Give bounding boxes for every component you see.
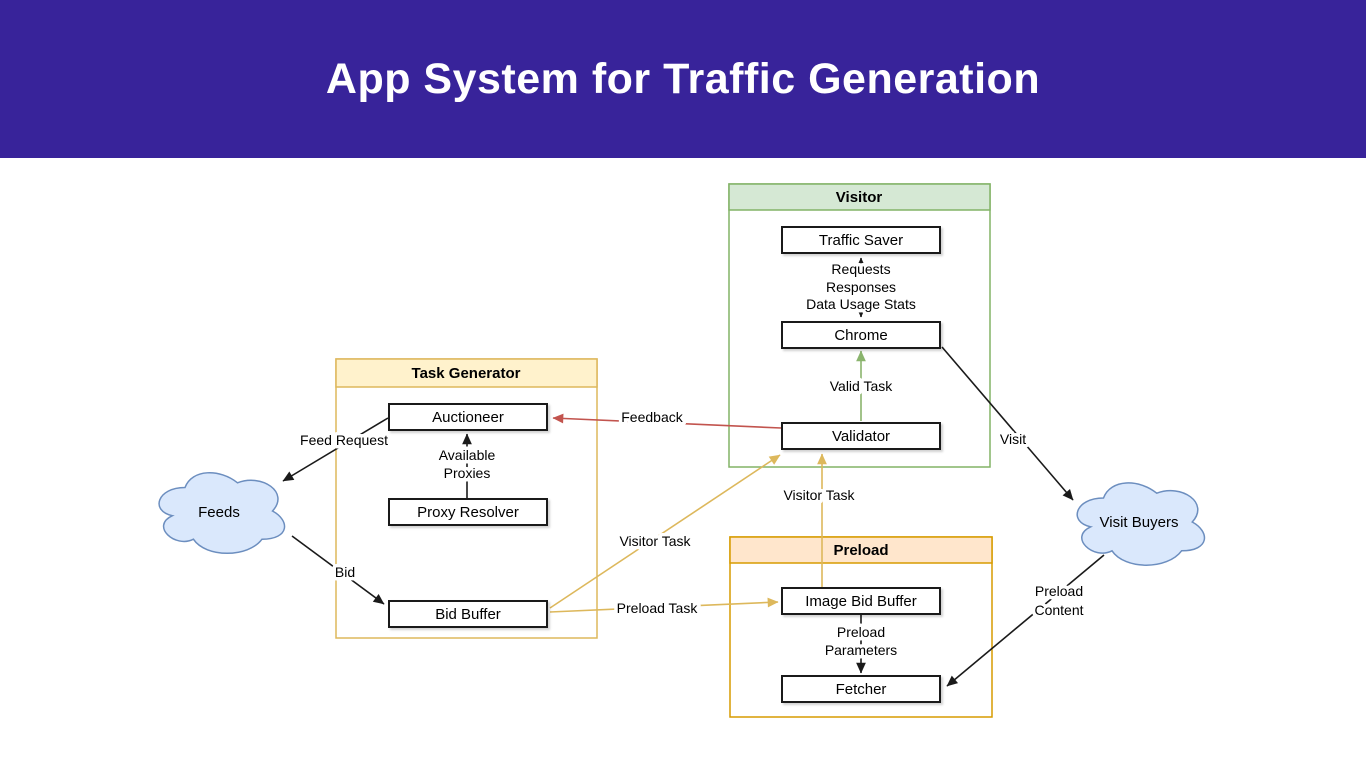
node-fetcher: Fetcher xyxy=(781,675,941,703)
proxy-resolver-label: Proxy Resolver xyxy=(417,504,519,521)
auctioneer-label: Auctioneer xyxy=(432,409,504,426)
image-bid-buffer-label: Image Bid Buffer xyxy=(805,593,916,610)
cloud-feeds: Feeds xyxy=(158,472,286,555)
edge-label-preload-param-1: Preload xyxy=(837,624,885,640)
edge-label-visitor-task-left: Visitor Task xyxy=(619,533,691,549)
feeds-label: Feeds xyxy=(198,504,240,521)
group-preload-title: Preload xyxy=(833,542,888,559)
edge-bid xyxy=(291,535,385,605)
node-bid-buffer: Bid Buffer xyxy=(388,600,548,628)
node-validator: Validator xyxy=(781,422,941,450)
edge-label-available: Available xyxy=(439,447,496,463)
edge-label-requests: Requests xyxy=(831,261,890,277)
cloud-visit-buyers: Visit Buyers xyxy=(1076,482,1206,566)
traffic-saver-box xyxy=(781,226,941,254)
edge-label-data-usage-stats: Data Usage Stats xyxy=(806,296,916,312)
header-banner: App System for Traffic Generation xyxy=(0,0,1366,158)
edge-label-preload-param-2: Parameters xyxy=(825,642,897,658)
edge-label-visitor-task-right: Visitor Task xyxy=(783,487,855,503)
fetcher-label: Fetcher xyxy=(836,681,887,698)
edge-label-feed-request: Feed Request xyxy=(300,432,388,448)
chrome-box xyxy=(781,321,941,349)
visit-buyers-cloud-shape xyxy=(1076,482,1206,566)
edge-feed-request xyxy=(282,417,389,482)
edge-label-proxies: Proxies xyxy=(444,465,491,481)
page-title: App System for Traffic Generation xyxy=(325,54,1041,103)
node-traffic-saver: Traffic Saver xyxy=(781,226,941,254)
edge-visit xyxy=(941,346,1074,501)
edge-label-bid: Bid xyxy=(335,564,355,580)
edge-label-visit: Visit xyxy=(1000,431,1026,447)
auctioneer-box xyxy=(388,403,548,431)
node-chrome: Chrome xyxy=(781,321,941,349)
fetcher-box xyxy=(781,675,941,703)
validator-box xyxy=(781,422,941,450)
edge-visitor-task-from-bid-buffer xyxy=(549,454,781,609)
bid-buffer-label: Bid Buffer xyxy=(435,606,501,623)
group-visitor-title: Visitor xyxy=(836,189,883,206)
proxy-resolver-box xyxy=(388,498,548,526)
group-visitor: Visitor xyxy=(728,183,991,468)
group-visitor-header xyxy=(728,183,991,211)
edge-label-feedback: Feedback xyxy=(621,409,683,425)
traffic-saver-label: Traffic Saver xyxy=(819,232,903,249)
edge-label-preload-content-1: Preload xyxy=(1035,583,1083,599)
group-preload-header xyxy=(729,536,993,564)
node-image-bid-buffer: Image Bid Buffer xyxy=(781,587,941,615)
edge-feedback xyxy=(552,413,782,429)
edge-label-preload-content-2: Content xyxy=(1034,602,1083,618)
edge-label-valid-task: Valid Task xyxy=(830,378,894,394)
group-task-generator-title: Task Generator xyxy=(412,365,521,382)
edge-preload-content xyxy=(946,554,1105,687)
edge-preload-task xyxy=(549,597,779,613)
node-auctioneer: Auctioneer xyxy=(388,403,548,431)
image-bid-buffer-box xyxy=(781,587,941,615)
chrome-label: Chrome xyxy=(834,327,887,344)
edge-label-responses: Responses xyxy=(826,279,896,295)
node-proxy-resolver: Proxy Resolver xyxy=(388,498,548,526)
feeds-cloud-shape xyxy=(158,472,286,555)
edge-label-preload-task: Preload Task xyxy=(617,600,699,616)
bid-buffer-box xyxy=(388,600,548,628)
validator-label: Validator xyxy=(832,428,890,445)
group-task-generator-header xyxy=(335,358,598,388)
visit-buyers-label: Visit Buyers xyxy=(1100,514,1179,531)
